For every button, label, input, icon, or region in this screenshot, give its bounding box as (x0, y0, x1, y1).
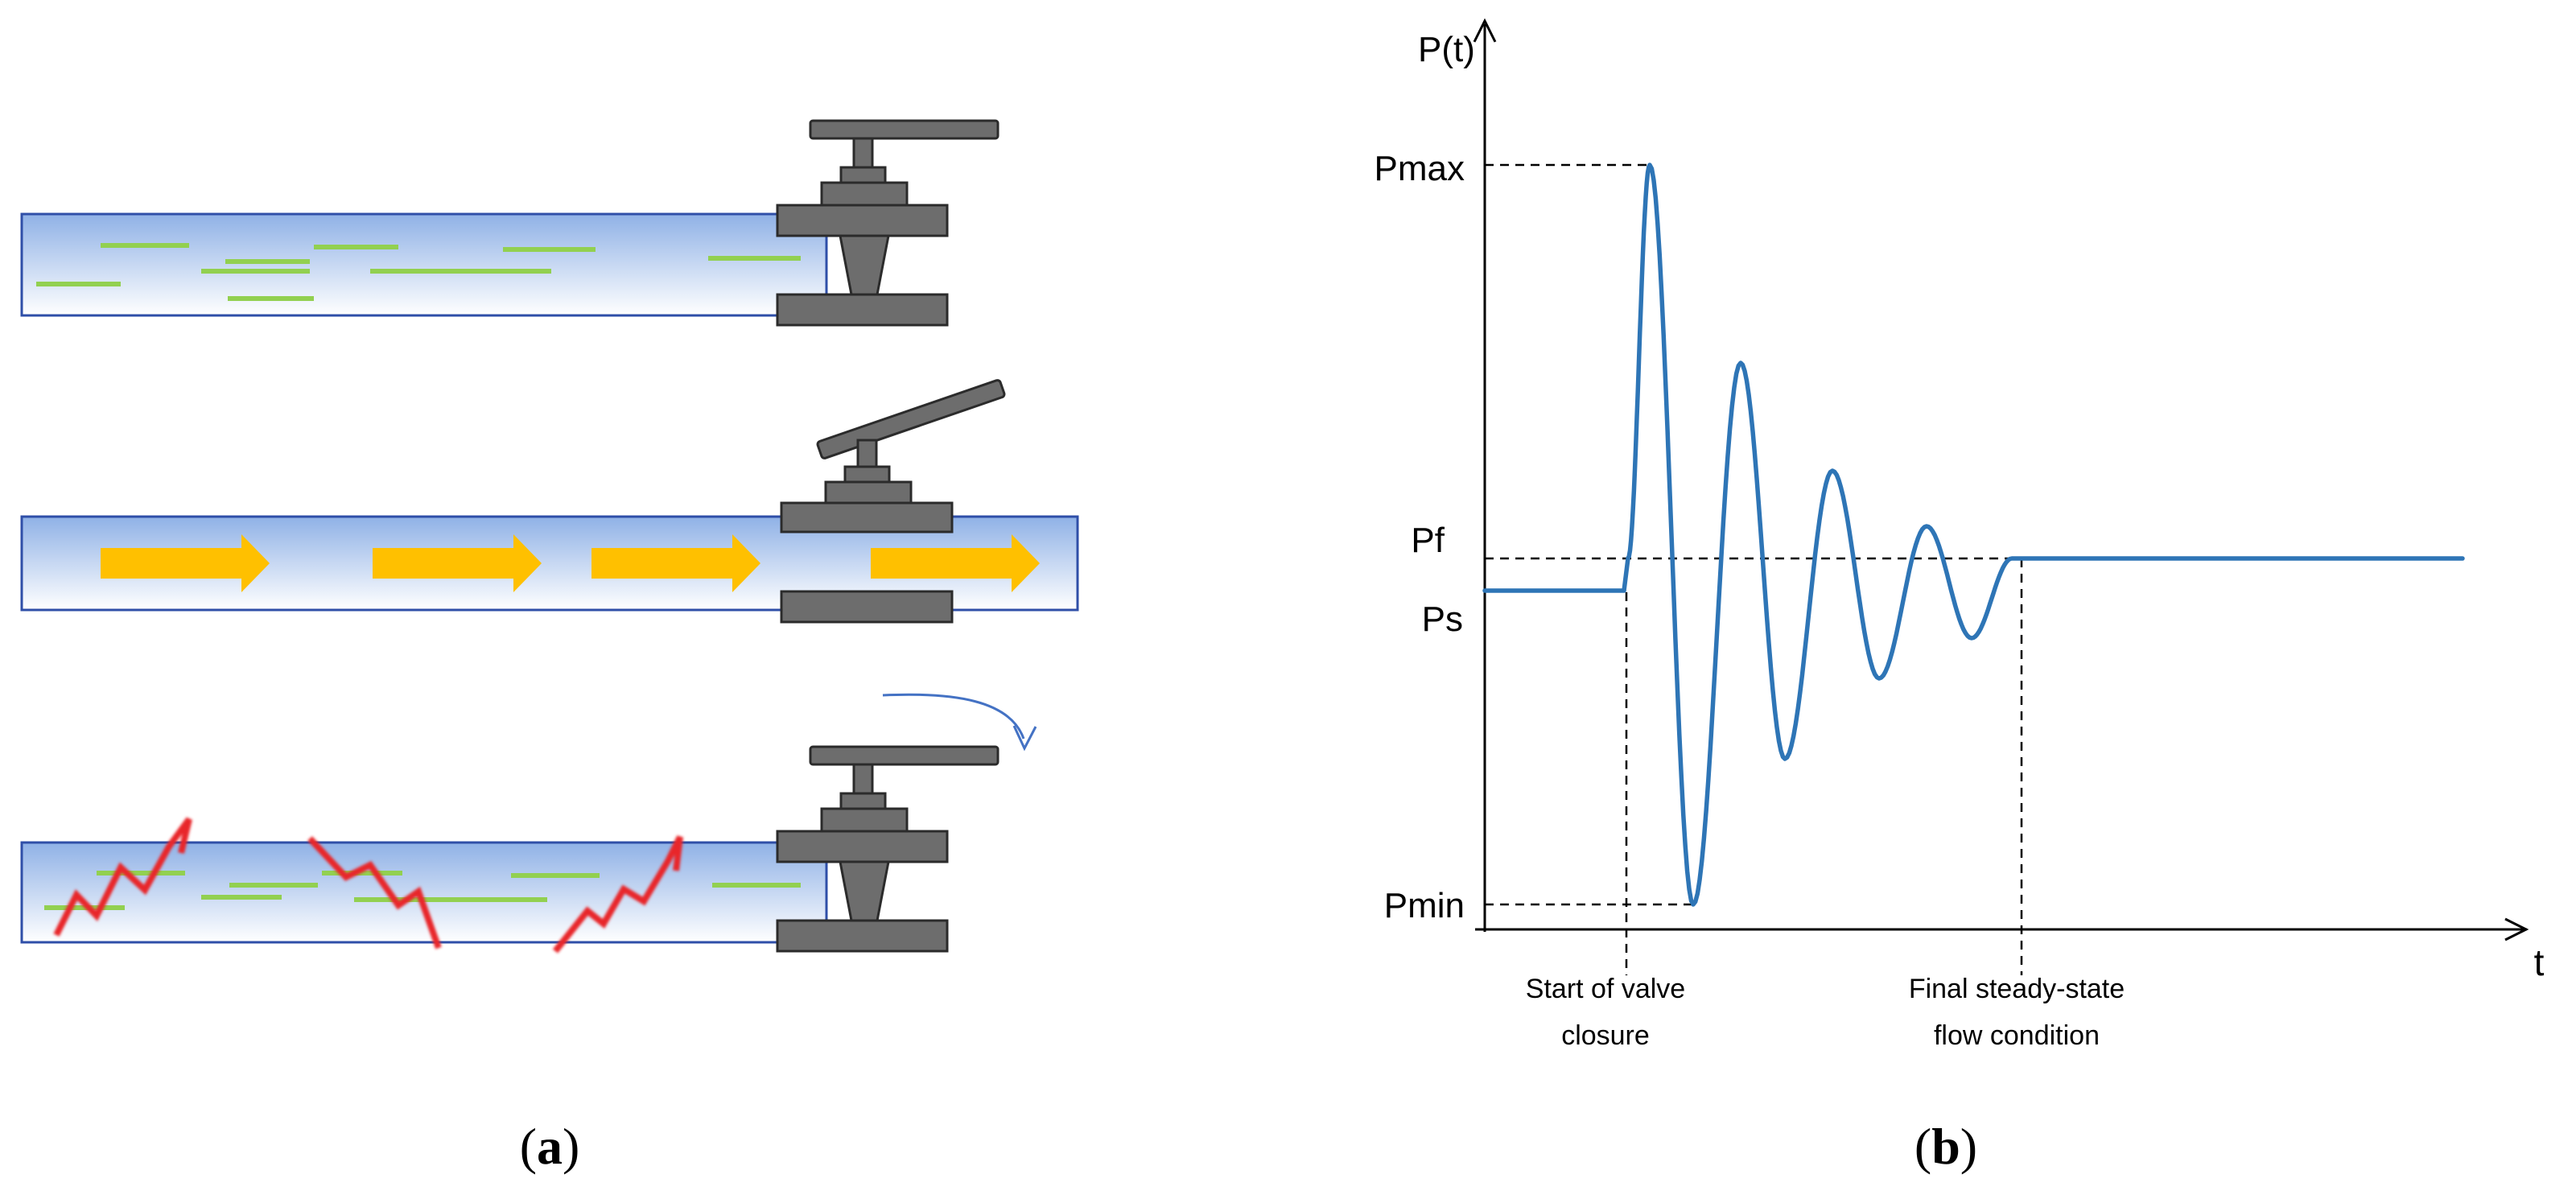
marker-label-line-1: Final steady-state (1909, 974, 2125, 1004)
marker-label-line-1: Start of valve (1526, 974, 1685, 1004)
panel-b: Pmax Pf Ps Pmin P(t) t Start of valve cl… (1375, 18, 2545, 1175)
streamlines (44, 871, 801, 910)
gate-valve-icon (776, 745, 999, 953)
pressure-curve (1482, 163, 2465, 907)
marker-label-line-2: closure (1561, 1020, 1650, 1051)
y-axis-label: P(t) (1418, 30, 1475, 69)
panel-b-label: (b) (1914, 1118, 1977, 1175)
pf-label: Pf (1411, 521, 1445, 560)
x-axis-label: t (2534, 941, 2545, 983)
pressure-wave-icon (53, 817, 683, 954)
gate-valve-icon (780, 379, 1006, 624)
pipe-steady-flow (20, 119, 999, 327)
ps-label: Ps (1422, 599, 1463, 639)
steady-state-marker-label: Final steady-state flow condition (1909, 974, 2125, 1051)
axes (1473, 18, 2529, 941)
pipe-pressure-waves (20, 693, 1037, 954)
y-axis-arrowhead (1473, 18, 1497, 43)
pmin-label: Pmin (1384, 886, 1465, 925)
pmax-label: Pmax (1375, 149, 1465, 188)
gate-valve-icon (776, 119, 999, 327)
panel-a: (a) (20, 119, 1079, 1175)
rotation-arrow-icon (882, 693, 1037, 752)
streamlines (36, 243, 801, 301)
reference-lines (1485, 163, 2023, 975)
x-axis-arrowhead (2504, 917, 2529, 941)
y-level-labels: Pmax Pf Ps Pmin (1375, 149, 1465, 925)
marker-label-line-2: flow condition (1934, 1020, 2100, 1051)
valve-closure-marker-label: Start of valve closure (1526, 974, 1685, 1051)
panel-a-label: (a) (520, 1118, 580, 1175)
pipe-flow-arrows (20, 379, 1079, 624)
flow-arrow-icon (101, 534, 1040, 592)
